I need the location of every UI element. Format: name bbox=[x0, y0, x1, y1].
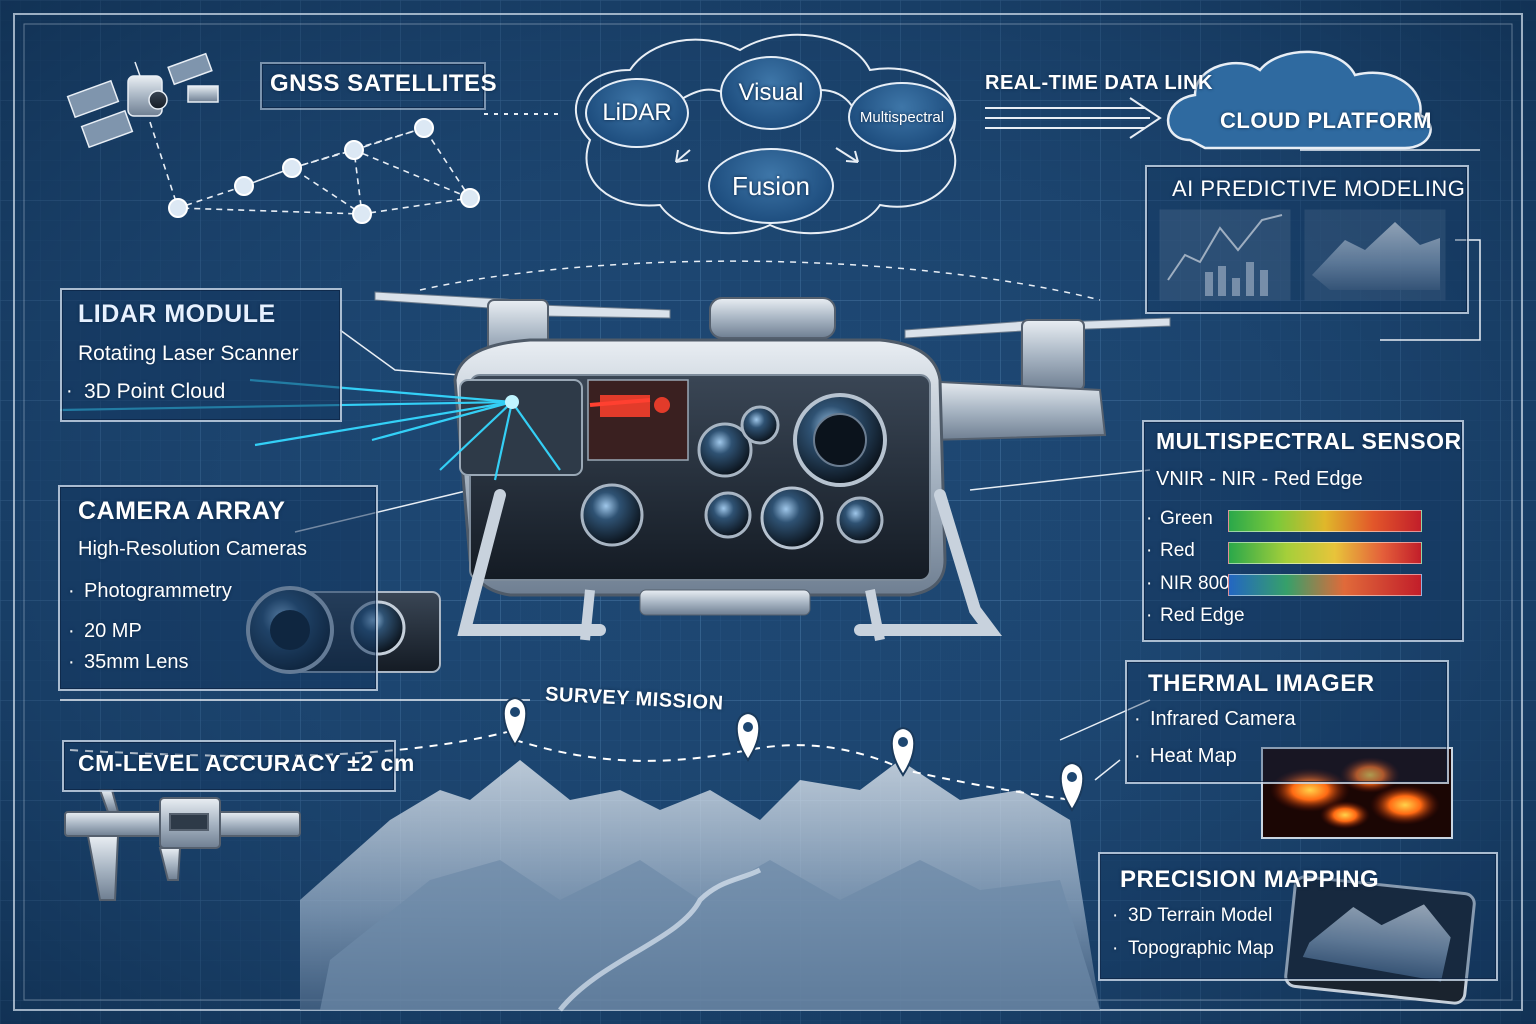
caliper-icon bbox=[64, 789, 301, 901]
bubble-visual-label: Visual bbox=[738, 79, 804, 106]
bubble-lidar: LiDAR bbox=[585, 78, 689, 148]
thermal-item-1: Heat Map bbox=[1150, 745, 1237, 767]
mapping-panel bbox=[1098, 852, 1498, 981]
gnss-nodes bbox=[168, 118, 480, 224]
bullet: · bbox=[1112, 938, 1119, 959]
ai-title: AI PREDICTIVE MODELING bbox=[1172, 176, 1466, 201]
lidar-module-bullet: · bbox=[66, 380, 73, 402]
multispectral-subtitle: VNIR - NIR - Red Edge bbox=[1156, 468, 1363, 490]
satellite-icon bbox=[66, 52, 219, 149]
lidar-module-panel bbox=[60, 288, 342, 422]
bubble-visual: Visual bbox=[720, 56, 822, 130]
thermal-item-0: Infrared Camera bbox=[1150, 708, 1296, 730]
location-pin-icon bbox=[502, 696, 1085, 812]
camera-array-subtitle: High-Resolution Cameras bbox=[78, 538, 307, 560]
band-label-green: Green bbox=[1160, 508, 1213, 529]
cloud-platform-label: CLOUD PLATFORM bbox=[1220, 108, 1432, 133]
band-bar-nir bbox=[1228, 574, 1422, 596]
band-bar-green bbox=[1228, 510, 1422, 532]
drone-illustration bbox=[374, 291, 1171, 641]
lidar-module-line2: 3D Point Cloud bbox=[84, 380, 226, 403]
multispectral-title: MULTISPECTRAL SENSOR bbox=[1156, 428, 1462, 454]
cloud-shape bbox=[1166, 50, 1432, 150]
mapping-title: PRECISION MAPPING bbox=[1120, 866, 1380, 893]
lidar-module-line1: Rotating Laser Scanner bbox=[78, 342, 299, 365]
data-link-arrow bbox=[985, 97, 1162, 139]
camera-array-panel bbox=[58, 485, 378, 691]
bullet: · bbox=[1146, 573, 1153, 594]
accuracy-panel bbox=[62, 740, 396, 792]
bubble-multispectral: Multispectral bbox=[848, 82, 956, 152]
camera-array-title: CAMERA ARRAY bbox=[78, 497, 286, 525]
tablet-icon bbox=[1284, 875, 1476, 1005]
survey-path bbox=[69, 729, 1073, 801]
bubble-lidar-label: LiDAR bbox=[602, 99, 672, 126]
bubble-fusion: Fusion bbox=[708, 148, 834, 224]
ai-panel bbox=[1145, 165, 1469, 314]
bubble-fusion-label: Fusion bbox=[731, 170, 811, 201]
heat-map-image bbox=[1261, 747, 1453, 839]
fusion-cloud-outline bbox=[574, 33, 957, 235]
bullet: · bbox=[1146, 508, 1153, 529]
bubble-multispectral-label: Multispectral bbox=[859, 108, 945, 126]
data-link-label: REAL-TIME DATA LINK bbox=[985, 72, 1213, 94]
bullet: · bbox=[68, 620, 75, 642]
bullet: · bbox=[1134, 745, 1141, 767]
band-label-red-edge: Red Edge bbox=[1160, 605, 1245, 626]
thermal-panel bbox=[1125, 660, 1449, 784]
ai-terrain-icon bbox=[1304, 209, 1446, 301]
lidar-module-title: LIDAR MODULE bbox=[78, 300, 276, 328]
bullet: · bbox=[1146, 605, 1153, 626]
bullet: · bbox=[68, 580, 75, 602]
mapping-item-1: Topographic Map bbox=[1128, 938, 1274, 959]
camera-array-item-0: Photogrammetry bbox=[84, 580, 232, 602]
camera-array-item-1: 20 MP bbox=[84, 620, 142, 642]
accuracy-label: CM-LEVEL ACCURACY ±2 cm bbox=[78, 750, 415, 776]
bullet: · bbox=[68, 651, 75, 673]
thermal-title: THERMAL IMAGER bbox=[1148, 670, 1375, 697]
bullet: · bbox=[1112, 905, 1119, 926]
bullet: · bbox=[1146, 540, 1153, 561]
gnss-title: GNSS SATELLITES bbox=[270, 70, 498, 97]
gnss-label-box bbox=[260, 62, 486, 110]
camera-array-item-2: 35mm Lens bbox=[84, 651, 189, 673]
band-label-red: Red bbox=[1160, 540, 1195, 561]
ai-line-chart-icon bbox=[1159, 209, 1291, 301]
mountain-terrain bbox=[300, 760, 1100, 1012]
bullet: · bbox=[1134, 708, 1141, 730]
mapping-item-0: 3D Terrain Model bbox=[1128, 905, 1273, 926]
band-bar-red bbox=[1228, 542, 1422, 564]
